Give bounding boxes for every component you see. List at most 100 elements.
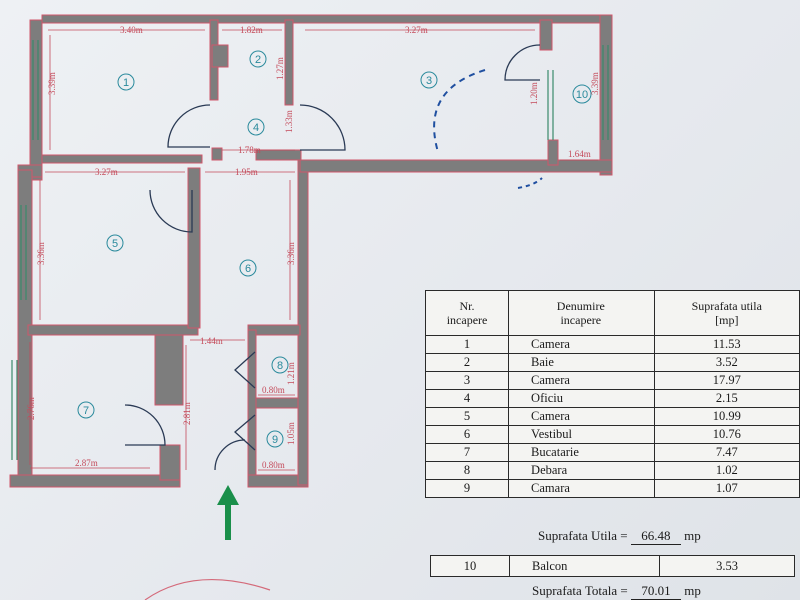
cell-area: 10.99 bbox=[653, 407, 800, 426]
room-area-table: Nr. incapere Denumire incapere Suprafata… bbox=[424, 290, 800, 498]
svg-text:1: 1 bbox=[123, 77, 129, 89]
cell-area: 3.52 bbox=[653, 353, 800, 372]
cell-nr: 5 bbox=[424, 407, 510, 426]
dim-label: 3.39m bbox=[590, 72, 600, 95]
header-name: Denumire incapere bbox=[508, 290, 655, 336]
entry-arrow-icon bbox=[217, 485, 239, 540]
header-area: Suprafata utila [mp] bbox=[653, 290, 800, 336]
svg-text:4: 4 bbox=[253, 122, 259, 134]
balcony-area: 3.53 bbox=[716, 559, 738, 573]
room-marker: 8 bbox=[271, 356, 289, 374]
cell-name: Oficiu bbox=[508, 389, 655, 408]
cell-nr: 6 bbox=[424, 425, 510, 444]
svg-text:3: 3 bbox=[426, 75, 432, 87]
dim-label: 1.20m bbox=[529, 82, 539, 105]
dim-label: 2.76m bbox=[26, 397, 36, 420]
dim-label: 1.82m bbox=[240, 25, 263, 35]
doors bbox=[124, 44, 541, 471]
cell-name: Debara bbox=[508, 461, 655, 480]
svg-text:7: 7 bbox=[83, 405, 89, 417]
windows bbox=[11, 40, 609, 460]
cell-nr: 9 bbox=[424, 479, 510, 498]
cell-name: Camera bbox=[508, 407, 655, 426]
balcony-nr: 10 bbox=[431, 556, 510, 576]
dimension-labels: 3.40m 1.82m 3.27m 3.39m 1.78m 3.27m 1.95… bbox=[26, 25, 600, 470]
dim-label: 1.05m bbox=[286, 422, 296, 445]
cell-nr: 3 bbox=[424, 371, 510, 390]
cell-area: 1.02 bbox=[653, 461, 800, 480]
cell-name: Camara bbox=[508, 479, 655, 498]
room-marker: 6 bbox=[239, 259, 257, 277]
svg-text:2: 2 bbox=[255, 54, 261, 66]
cell-nr: 8 bbox=[424, 461, 510, 480]
dim-label: 0.80m bbox=[262, 460, 285, 470]
dim-label: 1.27m bbox=[275, 57, 285, 80]
stamp-seal-icon bbox=[144, 578, 271, 600]
dim-label: 0.80m bbox=[262, 385, 285, 395]
svg-text:8: 8 bbox=[277, 360, 283, 372]
cell-area: 7.47 bbox=[653, 443, 800, 462]
svg-text:6: 6 bbox=[245, 263, 251, 275]
cell-area: 11.53 bbox=[653, 335, 800, 354]
balcony-row: 10 Balcon 3.53 bbox=[430, 555, 795, 577]
usable-area-line: Suprafata Utila = 66.48 mp bbox=[538, 528, 701, 545]
svg-text:5: 5 bbox=[112, 238, 118, 250]
dim-label: 1.44m bbox=[200, 336, 223, 346]
cell-name: Baie bbox=[508, 353, 655, 372]
room-marker: 10 bbox=[572, 84, 592, 104]
dim-label: 2.87m bbox=[75, 458, 98, 468]
dashed-arc bbox=[433, 69, 486, 153]
cell-nr: 4 bbox=[424, 389, 510, 408]
usable-area-label: Suprafata Utila = bbox=[538, 528, 628, 543]
dim-label: 3.27m bbox=[95, 167, 118, 177]
dim-label: 1.33m bbox=[284, 110, 294, 133]
dim-label: 1.21m bbox=[286, 362, 296, 385]
balcony-name: Balcon bbox=[510, 556, 660, 576]
total-area-label: Suprafata Totala = bbox=[532, 583, 628, 598]
cell-name: Vestibul bbox=[508, 425, 655, 444]
room-marker: 3 bbox=[420, 71, 438, 89]
cell-name: Camera bbox=[508, 371, 655, 390]
usable-area-unit: mp bbox=[684, 528, 701, 543]
total-area-line: Suprafata Totala = 70.01 mp bbox=[532, 583, 701, 600]
table-header-row: Nr. incapere Denumire incapere Suprafata… bbox=[424, 290, 800, 336]
dim-label: 3.36m bbox=[286, 242, 296, 265]
dim-label: 1.95m bbox=[235, 167, 258, 177]
room-table-container: Nr. incapere Denumire incapere Suprafata… bbox=[424, 290, 800, 498]
dim-label: 3.27m bbox=[405, 25, 428, 35]
cell-nr: 2 bbox=[424, 353, 510, 372]
dim-label: 1.78m bbox=[238, 145, 261, 155]
svg-text:9: 9 bbox=[272, 434, 278, 446]
cell-area: 1.07 bbox=[653, 479, 800, 498]
walls bbox=[9, 14, 613, 488]
header-nr: Nr. incapere bbox=[424, 290, 510, 336]
dimension-lines bbox=[29, 29, 598, 471]
cell-name: Camera bbox=[508, 335, 655, 354]
dim-label: 1.64m bbox=[568, 149, 591, 159]
dim-label: 3.40m bbox=[120, 25, 143, 35]
dashed-arc-small bbox=[517, 177, 543, 189]
cell-name: Bucatarie bbox=[508, 443, 655, 462]
dim-label: 2.81m bbox=[182, 402, 192, 425]
room-markers: 1 2 3 4 5 6 7 8 9 10 bbox=[77, 50, 592, 448]
total-area-unit: mp bbox=[684, 583, 701, 598]
dim-label: 3.39m bbox=[47, 72, 57, 95]
cell-area: 10.76 bbox=[653, 425, 800, 444]
svg-text:10: 10 bbox=[576, 89, 588, 101]
room-marker: 7 bbox=[77, 401, 95, 419]
room-marker: 1 bbox=[117, 73, 135, 91]
cell-area: 2.15 bbox=[653, 389, 800, 408]
cell-area: 17.97 bbox=[653, 371, 800, 390]
cell-nr: 7 bbox=[424, 443, 510, 462]
cell-nr: 1 bbox=[424, 335, 510, 354]
room-marker: 2 bbox=[249, 50, 267, 68]
room-marker: 4 bbox=[247, 118, 265, 136]
